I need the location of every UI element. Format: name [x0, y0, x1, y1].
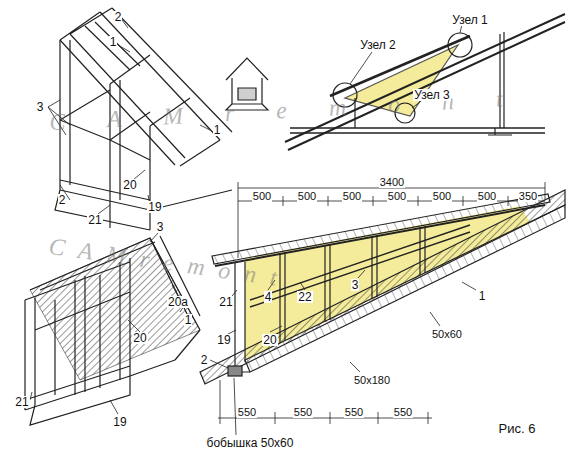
dimension: 3400 [379, 177, 405, 188]
callout-number: 21 [14, 396, 29, 408]
callout-number: 20 [122, 179, 137, 191]
callout-number: 2 [58, 194, 67, 206]
watermark: C A M r e m o n t [48, 86, 522, 135]
dimension: 350 [518, 191, 538, 202]
callout-number: 20 [132, 332, 147, 344]
dimension: 550 [393, 407, 413, 418]
callout-number: 3 [156, 221, 165, 233]
dimension: 500 [477, 191, 497, 202]
callout-number: 19 [112, 416, 127, 428]
dimension: 550 [293, 407, 313, 418]
dimension: 550 [344, 407, 364, 418]
dimension: бобышка 50x60 [206, 437, 295, 449]
callout-number: 20а [167, 296, 189, 308]
callout-number: 22 [297, 291, 312, 303]
callout-number: 20 [262, 334, 277, 346]
dimension: 500 [252, 191, 272, 202]
dimension: 500 [297, 191, 317, 202]
callout-number: 19 [147, 201, 162, 213]
callout-number: 2 [114, 11, 123, 23]
node-label: Узел 1 [451, 14, 489, 26]
dimension: 50x60 [431, 329, 463, 340]
node-label: Узел 3 [413, 89, 451, 101]
section-sketch [285, 14, 565, 150]
dimension: 50x180 [353, 375, 391, 386]
dimension: 550 [237, 407, 257, 418]
callout-number: 21 [87, 214, 102, 226]
callout-number: 1 [109, 36, 118, 48]
callout-number: 21 [218, 296, 233, 308]
node-label: Узел 2 [359, 39, 397, 51]
dormer-section-main [200, 182, 565, 435]
callout-number: 4 [264, 291, 273, 303]
callout-number: 1 [184, 314, 193, 326]
figure-caption: Рис. 6 [498, 422, 537, 435]
callout-number: 2 [200, 354, 209, 366]
dimension: 500 [432, 191, 452, 202]
dimension: 500 [342, 191, 362, 202]
callout-number: 3 [36, 101, 45, 113]
callout-number: 1 [478, 290, 487, 302]
callout-number: 19 [216, 334, 231, 346]
callout-number: 1 [213, 124, 222, 136]
dimension: 500 [387, 191, 407, 202]
callout-number: 3 [351, 279, 360, 291]
